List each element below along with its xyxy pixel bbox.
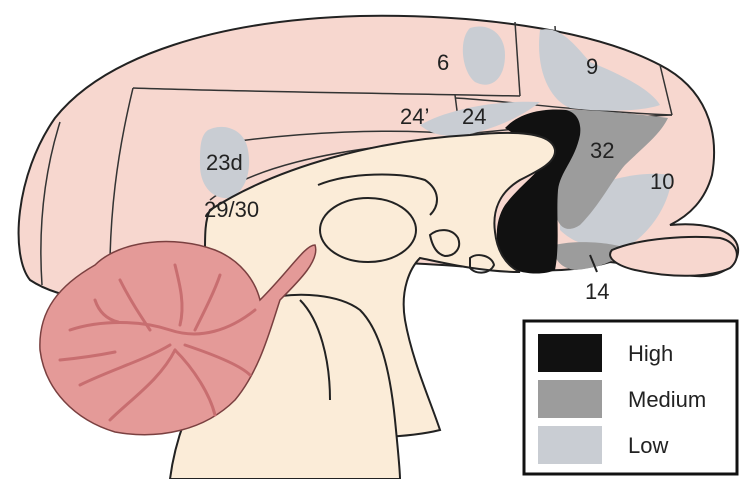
legend-label-low: Low [628, 433, 668, 458]
label-area-32: 32 [590, 138, 614, 163]
legend-swatch-low [538, 426, 602, 464]
label-area-24: 24 [462, 104, 486, 129]
legend: High Medium Low [524, 321, 737, 474]
label-area-6: 6 [437, 50, 449, 75]
label-area-14: 14 [585, 279, 609, 304]
legend-label-medium: Medium [628, 387, 706, 412]
label-area-29-30: 29/30 [204, 197, 259, 222]
label-area-9: 9 [586, 54, 598, 79]
label-area-10: 10 [650, 169, 674, 194]
label-area-24-prime: 24’ [400, 104, 429, 129]
legend-swatch-high [538, 334, 602, 372]
thalamus [320, 198, 416, 262]
label-area-23d: 23d [206, 150, 243, 175]
legend-label-high: High [628, 341, 673, 366]
legend-swatch-medium [538, 380, 602, 418]
